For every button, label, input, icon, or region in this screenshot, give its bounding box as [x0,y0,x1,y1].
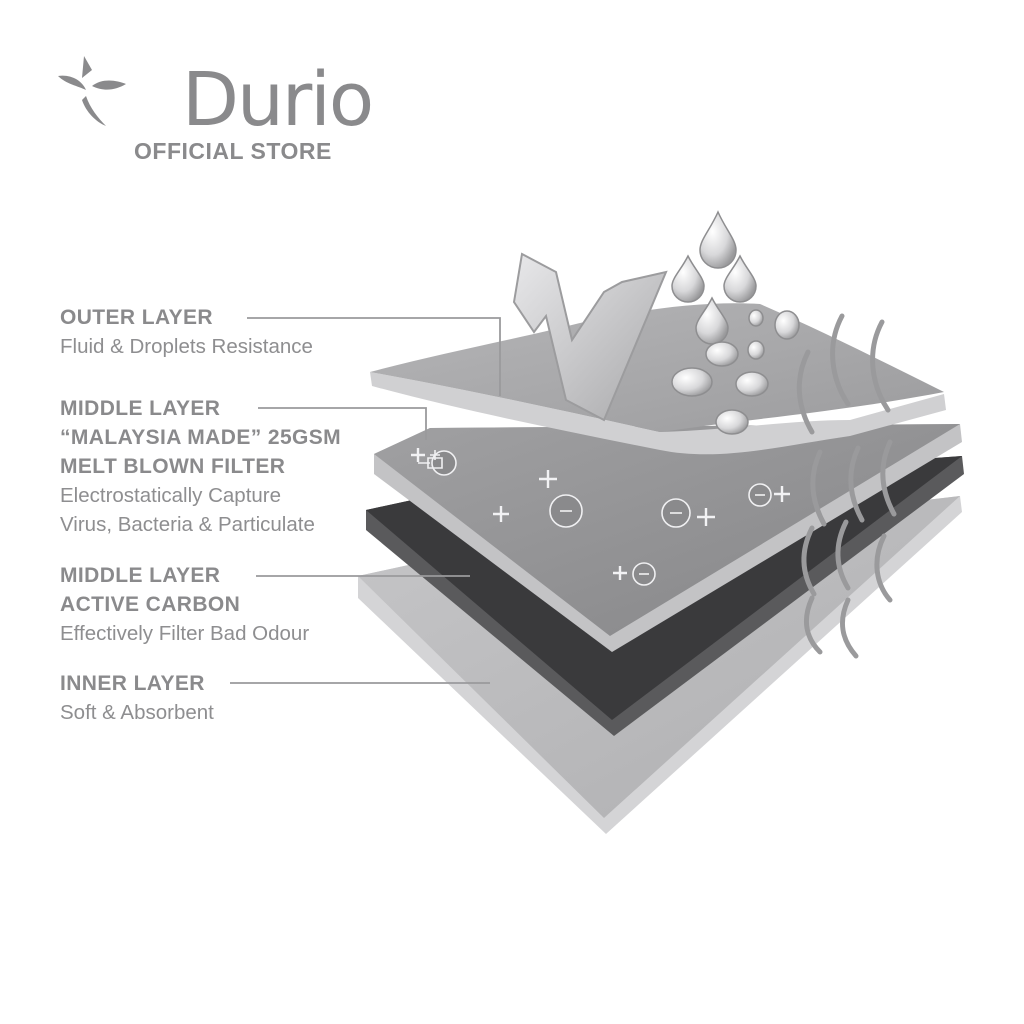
virus-particles [418,450,772,586]
meltblown-layer-description-1: Electrostatically Capture [60,484,282,507]
brand-subtitle: OFFICIAL STORE [134,138,332,164]
carbon-layer-description: Effectively Filter Bad Odour [60,622,310,645]
meltblown-layer-description-2: Virus, Bacteria & Particulate [60,513,315,536]
leader-line-meltblown [258,407,427,440]
virus-particle-icon [661,498,691,528]
leader-lines [230,317,501,684]
label-carbon-layer: MIDDLE LAYER ACTIVE CARBON Effectively F… [60,561,309,648]
label-outer-layer: OUTER LAYER Fluid & Droplets Resistance [60,303,313,361]
outer-layer-description: Fluid & Droplets Resistance [60,335,313,358]
charge-plus-icons [411,448,790,580]
carbon-layer-subtitle: ACTIVE CARBON [60,593,241,616]
virus-particle-icon [632,562,656,586]
outer-layer-title: OUTER LAYER [60,306,213,329]
virus-particle-icon [549,494,583,528]
label-meltblown-layer: MIDDLE LAYER “MALAYSIA MADE” 25GSM MELT … [60,394,341,539]
label-inner-layer: INNER LAYER Soft & Absorbent [60,669,214,727]
meltblown-layer-title: MIDDLE LAYER [60,397,221,420]
inner-layer-title: INNER LAYER [60,672,205,695]
deflect-arrow-icon [512,252,668,422]
meltblown-layer-origin: “MALAYSIA MADE” 25GSM [60,426,342,449]
virus-particle-icon [418,450,457,476]
virus-particle-icon [748,483,772,507]
durio-leaf-mark-icon [58,56,126,126]
brand-logo: Durio OFFICIAL STORE [56,52,376,172]
fiber-strands [796,313,897,659]
brand-name: Durio [182,57,374,143]
meltblown-layer-subtitle: MELT BLOWN FILTER [60,455,286,478]
water-droplets [671,210,800,435]
inner-layer-description: Soft & Absorbent [60,701,214,724]
leader-line-outer [247,317,501,396]
carbon-layer-title: MIDDLE LAYER [60,564,221,587]
